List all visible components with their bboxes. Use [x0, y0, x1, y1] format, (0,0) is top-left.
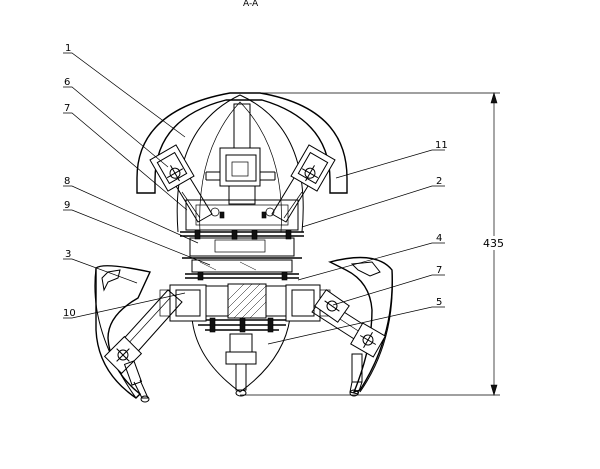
section-label: A-A [243, 0, 259, 9]
left-leg [94, 265, 183, 403]
callout-8: 8 [64, 176, 70, 187]
callout-2: 2 [436, 176, 442, 187]
callout-7-left: 7 [64, 103, 70, 114]
dimension-value: 435 [483, 237, 504, 250]
mid-left-servo [159, 284, 207, 322]
upper-left-arm [149, 144, 213, 223]
callout-9: 9 [64, 200, 70, 211]
callout-3: 3 [65, 249, 71, 260]
mid-right-servo [285, 284, 331, 322]
callout-6: 6 [64, 77, 70, 88]
right-leg [311, 256, 393, 397]
callout-1: 1 [65, 43, 71, 54]
callout-7-right: 7 [436, 265, 442, 276]
callout-10: 10 [63, 308, 76, 319]
callout-4: 4 [436, 233, 442, 244]
callout-leaders [63, 52, 445, 345]
callout-5: 5 [436, 297, 442, 308]
callout-11: 11 [435, 140, 448, 151]
central-body [180, 199, 304, 397]
upper-right-arm [271, 144, 336, 223]
overall-height-dimension: 435 [240, 91, 508, 397]
